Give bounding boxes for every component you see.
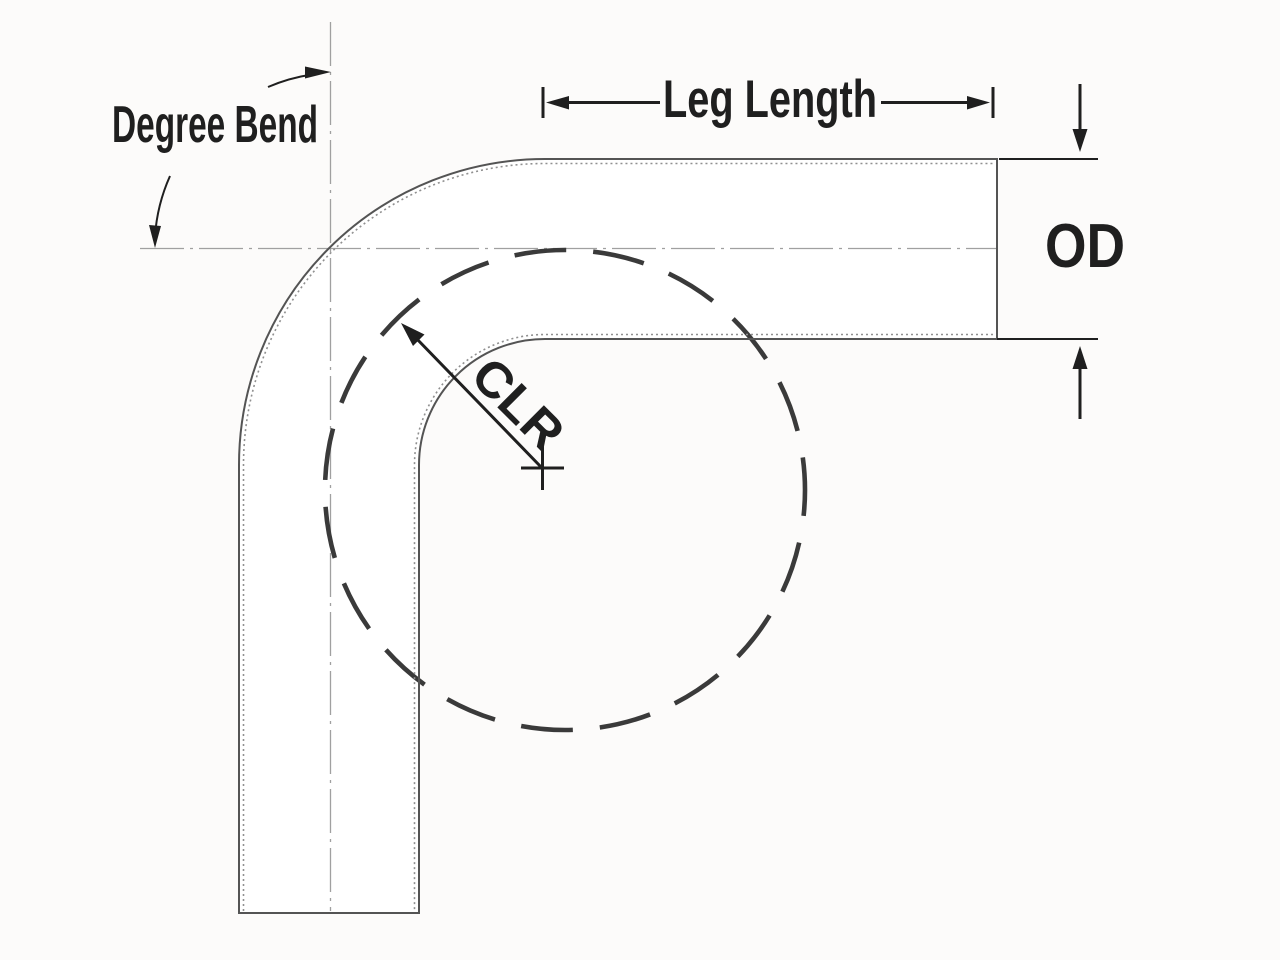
centerlines (140, 22, 997, 911)
leg-length-arrowhead-right (967, 96, 990, 110)
clr-arrow-shaft (413, 335, 544, 470)
degree-bend-arrowhead-down (149, 225, 161, 248)
tube-inner-dotted-line-inner (413, 333, 993, 911)
degree-bend-label: Degree Bend (112, 96, 318, 154)
tube-outline (238, 158, 998, 914)
od-label: OD (1045, 212, 1125, 281)
degree-bend-arrowhead-right (305, 66, 331, 79)
degree-bend-annotation: Degree Bend (112, 66, 331, 248)
od-arrowhead-down (1072, 129, 1088, 152)
leg-length-label: Leg Length (663, 70, 877, 129)
leg-length-arrowhead-left (546, 96, 569, 110)
od-arrowhead-up (1072, 346, 1088, 369)
leg-length-dimension: Leg Length (541, 70, 995, 129)
clr-arrowhead (401, 323, 425, 346)
od-dimension: OD (997, 84, 1125, 419)
tube-inner-dotted-line-outer (242, 162, 993, 911)
tube-body (239, 159, 997, 913)
clr-dashed-circle (322, 247, 808, 733)
bend-center-cross (521, 446, 564, 490)
